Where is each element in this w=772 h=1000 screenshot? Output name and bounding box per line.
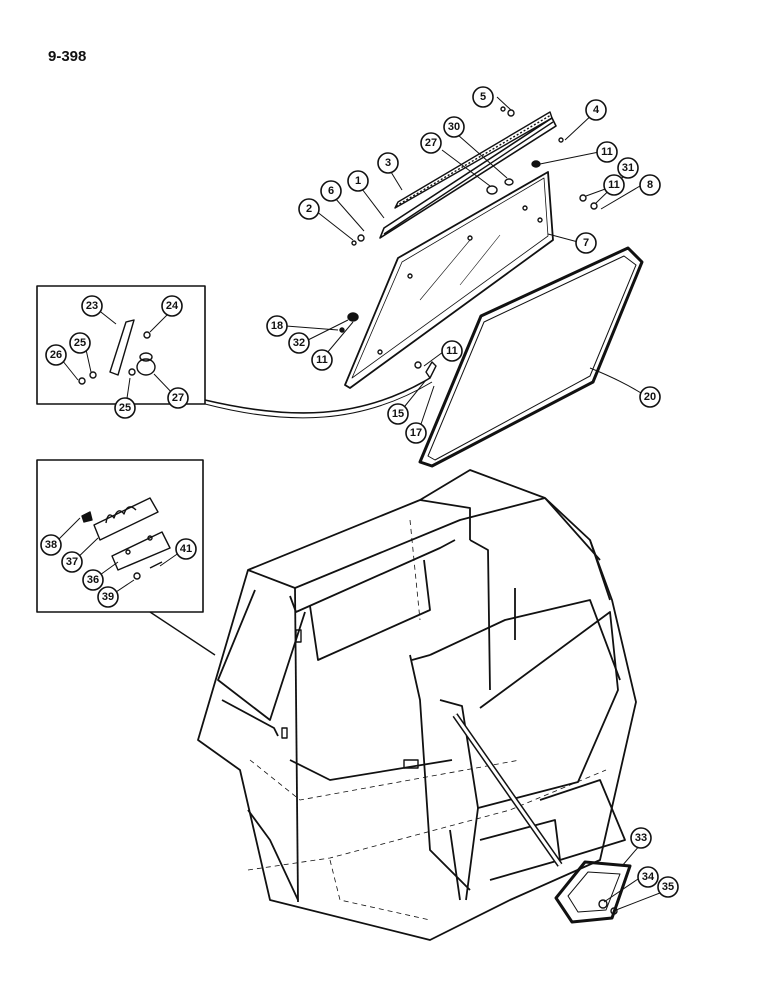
mirror-lamp — [554, 860, 632, 924]
callout-11-b: 11 — [608, 179, 620, 191]
glass-hardware — [339, 106, 598, 379]
callout-36: 36 — [87, 574, 99, 586]
callout-17: 17 — [410, 427, 422, 439]
callout-34: 34 — [642, 871, 655, 883]
callout-23: 23 — [86, 300, 98, 312]
callout-labels: 5 4 3 27 30 1 6 2 11 31 11 8 7 18 32 11 … — [45, 91, 674, 893]
callout-4: 4 — [593, 104, 600, 116]
callout-32-b: 32 — [293, 337, 305, 349]
callout-11-d: 11 — [446, 345, 458, 357]
mirror-leader — [281, 629, 563, 867]
callout-2: 2 — [306, 203, 312, 215]
window-seal — [418, 246, 644, 468]
callout-8: 8 — [647, 179, 653, 191]
callout-30: 27 — [425, 137, 437, 149]
callout-37: 37 — [66, 556, 78, 568]
detail-box-plate — [36, 459, 216, 656]
page-number: 9-398 — [48, 48, 87, 65]
callout-27: 27 — [172, 392, 184, 404]
callout-41: 41 — [180, 543, 192, 555]
cab-hidden-lines — [247, 519, 607, 921]
callout-26: 26 — [50, 349, 62, 361]
callout-11-a: 11 — [601, 146, 613, 158]
callout-15: 15 — [392, 408, 404, 420]
callout-1: 1 — [355, 175, 361, 187]
callout-3: 3 — [385, 157, 391, 169]
callout-33: 33 — [635, 832, 647, 844]
callout-18: 18 — [271, 320, 283, 332]
callout-31: 30 — [448, 121, 460, 133]
callout-39: 39 — [102, 591, 114, 603]
callout-7: 7 — [583, 237, 589, 249]
callout-circles — [40, 86, 679, 898]
roof-trim-strips — [379, 111, 557, 239]
callout-6: 6 — [328, 185, 334, 197]
callout-24: 24 — [166, 300, 179, 312]
callout-25-b: 25 — [119, 402, 131, 414]
roof-glass-panel — [344, 171, 554, 389]
callout-38: 38 — [45, 539, 57, 551]
callout-5: 5 — [480, 91, 486, 103]
callout-32-a: 31 — [622, 162, 634, 174]
callout-11-c: 11 — [316, 354, 328, 366]
callout-25-a: 25 — [74, 337, 86, 349]
callout-35: 35 — [662, 881, 674, 893]
callout-20: 20 — [644, 391, 656, 403]
cab-frame — [197, 469, 637, 941]
